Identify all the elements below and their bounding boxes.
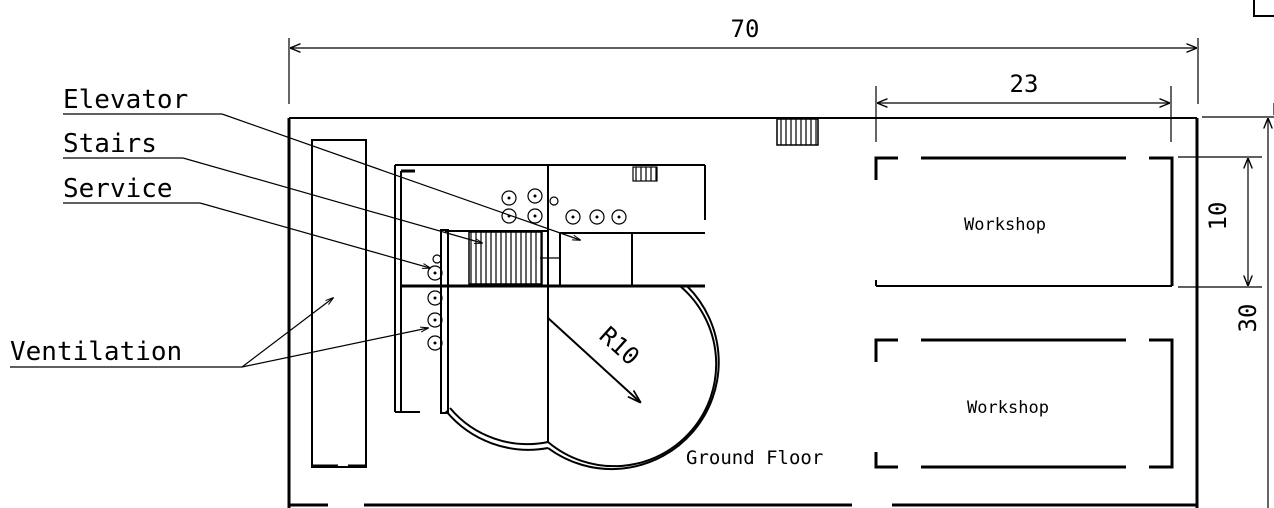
stairs-label: Stairs — [63, 129, 157, 159]
workshop-room-top: Workshop — [874, 156, 1174, 287]
overall-depth-label: 30 — [1234, 304, 1262, 333]
ventilation-shaft — [311, 139, 367, 468]
ventilation-label: Ventilation — [10, 337, 182, 367]
vent-grille — [776, 118, 819, 146]
workshop-bottom-label: Workshop — [967, 398, 1049, 418]
workshop-top-label: Workshop — [964, 215, 1046, 235]
drawing-frame-corner — [1253, 0, 1274, 17]
service-label: Service — [63, 174, 173, 204]
workshop-width-label: 23 — [1010, 70, 1039, 98]
workshop-depth-label: 10 — [1204, 202, 1232, 231]
ground-floor-label: Ground Floor — [686, 447, 823, 469]
overall-width-label: 70 — [731, 15, 760, 43]
overall-width-dimension: 70 — [288, 15, 1199, 104]
service-shafts — [427, 188, 627, 351]
exterior-walls — [287, 117, 1199, 508]
overall-depth-dimension: 30 — [1202, 103, 1274, 508]
workshop-depth-dimension: 10 — [1178, 156, 1262, 288]
workshop-width-dimension: 23 — [875, 70, 1172, 142]
core-vent-grille — [632, 166, 658, 182]
radius-label: R10 — [594, 321, 645, 371]
callout-elevator: Elevator — [63, 85, 580, 240]
core-circular-wall: R10 — [445, 285, 720, 471]
core-walls — [394, 164, 706, 442]
callout-service: Service — [63, 174, 430, 268]
callout-stairs: Stairs — [63, 129, 482, 243]
elevator-label: Elevator — [63, 85, 188, 115]
stairs-block — [468, 231, 543, 285]
workshop-room-bottom: Workshop — [874, 338, 1174, 469]
callout-ventilation: Ventilation — [10, 298, 428, 368]
